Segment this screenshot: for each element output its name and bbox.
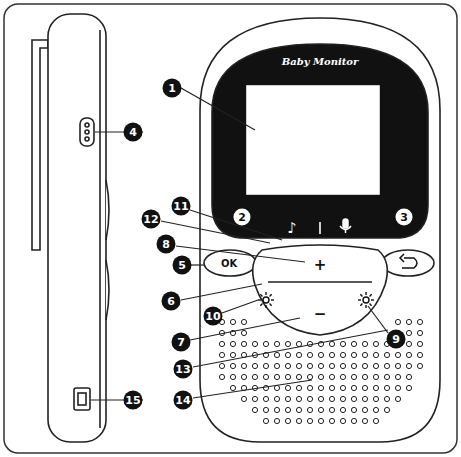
- belt-clip: [32, 40, 48, 250]
- return-button: [382, 250, 434, 276]
- plus-symbol: +: [314, 258, 327, 273]
- usb-port-inner: [78, 393, 86, 405]
- minus-symbol: −: [314, 307, 327, 322]
- product-name: Baby Monitor: [282, 57, 359, 67]
- side-view: [32, 14, 109, 442]
- callout-number: 10: [204, 307, 223, 326]
- callout-number: 6: [162, 292, 181, 311]
- callout-number: 14: [174, 391, 193, 410]
- speaker-grille: [219, 319, 422, 423]
- callout-number: 4: [124, 123, 143, 142]
- frame: [4, 4, 457, 453]
- callout-number: 11: [172, 197, 191, 216]
- callout-number: 5: [173, 256, 192, 275]
- side-housing: [48, 14, 106, 442]
- pin: [85, 123, 89, 127]
- music-symbol: ♪: [287, 221, 297, 236]
- divider: [319, 222, 321, 234]
- callout-number: 15: [124, 391, 143, 410]
- pin: [85, 130, 89, 134]
- usb-port: [74, 388, 90, 410]
- front-view: [200, 18, 440, 442]
- lcd-screen: [247, 86, 379, 194]
- return-icon: [400, 254, 417, 268]
- callout-number: 3: [396, 209, 413, 226]
- side-button: [106, 260, 109, 320]
- front-housing: [200, 18, 440, 442]
- power-jack: [80, 118, 94, 146]
- button-label: OK: [221, 259, 237, 269]
- screen-bezel: [212, 44, 428, 238]
- callout-number: 12: [142, 210, 161, 229]
- callout-number: 13: [174, 360, 193, 379]
- callout-number: 8: [157, 235, 176, 254]
- pad-divider: [268, 281, 372, 283]
- mic-icon: [340, 219, 351, 233]
- callout-number: 9: [387, 330, 406, 349]
- callout-number: 7: [172, 333, 191, 352]
- side-button: [106, 180, 109, 240]
- side-seam: [99, 30, 101, 428]
- pin: [85, 137, 89, 141]
- callout-number: 2: [234, 209, 251, 226]
- ok-button: [204, 250, 256, 276]
- callout-number: 1: [163, 79, 182, 98]
- leader-lines: [91, 88, 388, 400]
